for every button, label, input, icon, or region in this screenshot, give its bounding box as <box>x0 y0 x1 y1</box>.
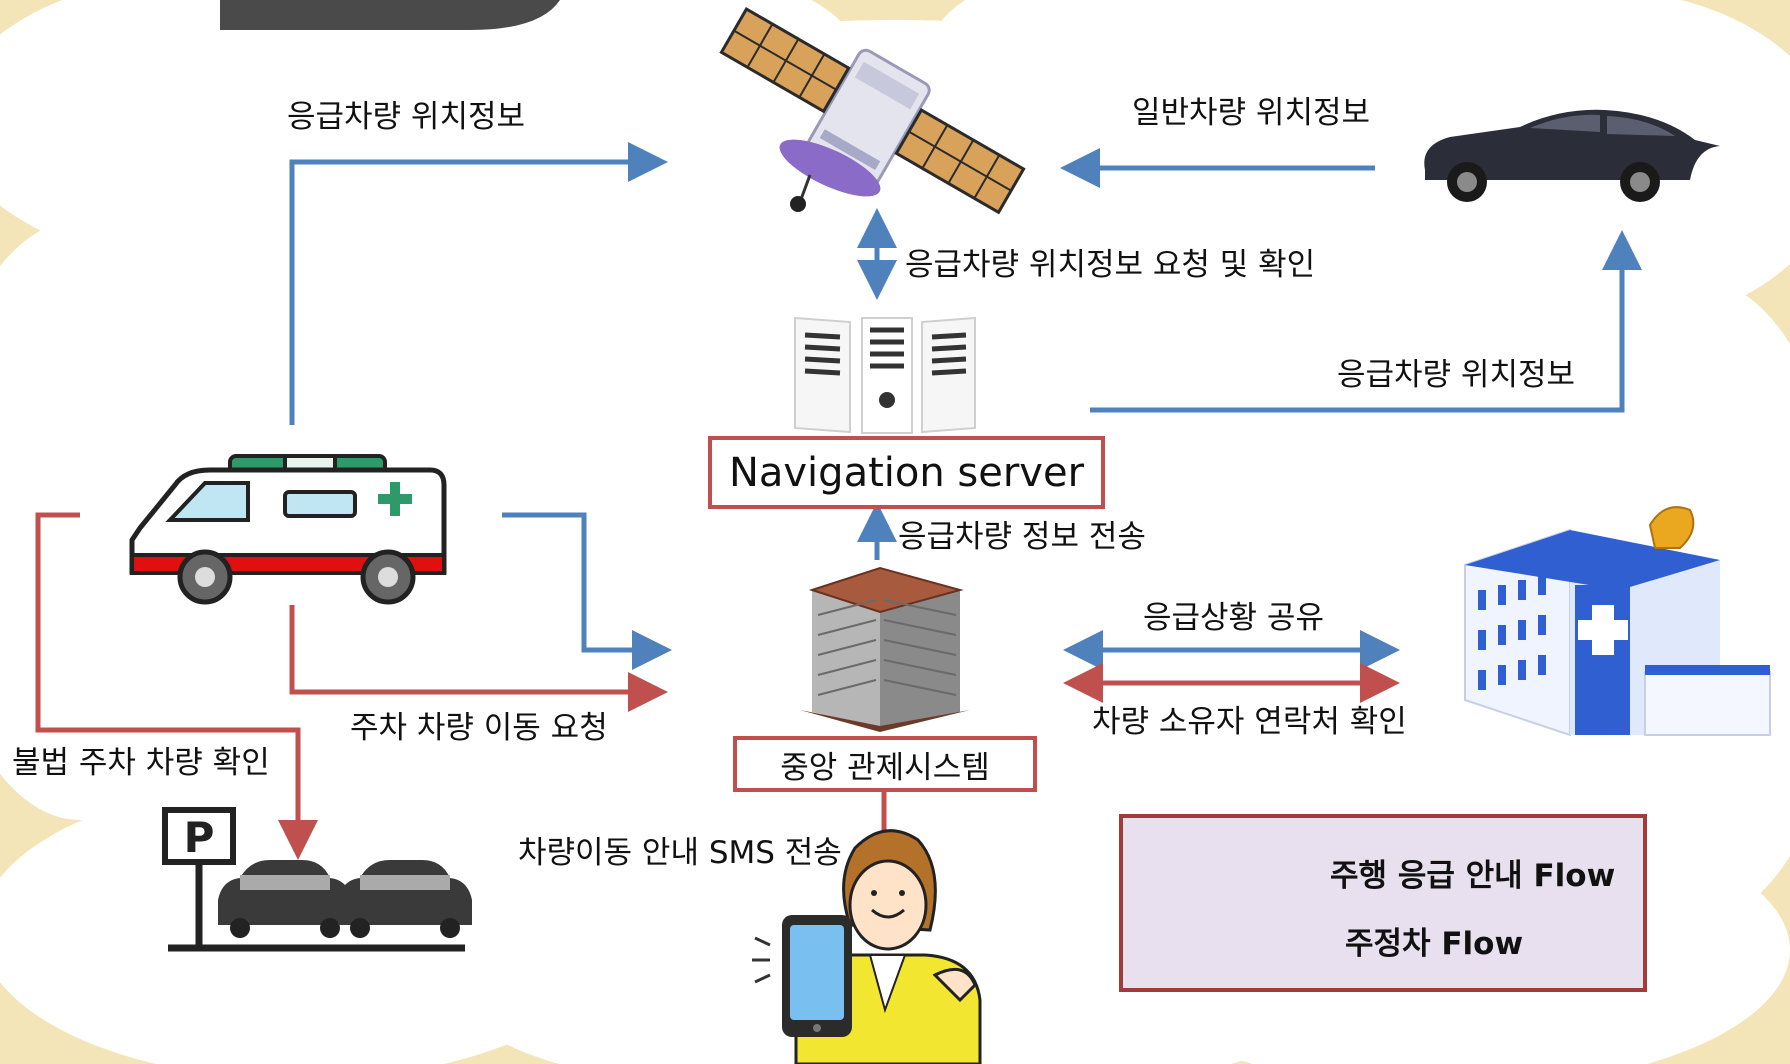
legend-blue-label: 주행 응급 안내 Flow <box>1330 858 1616 894</box>
car-icon <box>1424 109 1720 202</box>
svg-text:P: P <box>184 813 215 862</box>
arrow-server-to-car <box>1090 230 1642 413</box>
person-phone-icon <box>752 829 982 1064</box>
hospital-icon <box>1464 506 1771 737</box>
parking-icon: P <box>162 807 472 952</box>
label-car-to-satellite: 일반차량 위치정보 <box>1132 95 1371 131</box>
label-control-to-server: 응급차량 정보 전송 <box>898 519 1146 555</box>
navigation-server-label: Navigation server <box>708 436 1105 509</box>
label-ambulance-to-satellite: 응급차량 위치정보 <box>287 99 526 135</box>
building-icon <box>800 566 970 732</box>
arrow-ambulance-to-control-blue <box>502 512 672 670</box>
legend: 주행 응급 안내 Flow 주정차 Flow <box>1119 814 1647 992</box>
label-ambulance-to-parking: 불법 주차 차량 확인 <box>12 745 270 781</box>
label-ambulance-to-control-parking: 주차 차량 이동 요청 <box>350 710 608 746</box>
arrow-ambulance-to-satellite <box>289 142 668 425</box>
legend-red-label: 주정차 Flow <box>1345 926 1524 962</box>
arrow-ambulance-to-parking <box>35 512 318 860</box>
label-control-hospital-contact: 차량 소유자 연락처 확인 <box>1092 704 1407 740</box>
label-server-to-car: 응급차량 위치정보 <box>1337 357 1576 393</box>
arrow-ambulance-to-control-red <box>289 605 668 712</box>
label-control-to-owner: 차량이동 안내 SMS 전송 <box>518 835 842 871</box>
server-icon <box>794 316 976 434</box>
label-server-satellite: 응급차량 위치정보 요청 및 확인 <box>905 247 1316 283</box>
corner-shape <box>220 0 560 30</box>
blue-flow-arrows <box>289 142 1642 670</box>
ambulance-icon <box>129 454 447 605</box>
control-center-label: 중앙 관제시스템 <box>733 736 1037 792</box>
satellite-icon <box>719 6 1026 215</box>
label-control-hospital-share: 응급상황 공유 <box>1143 600 1324 636</box>
